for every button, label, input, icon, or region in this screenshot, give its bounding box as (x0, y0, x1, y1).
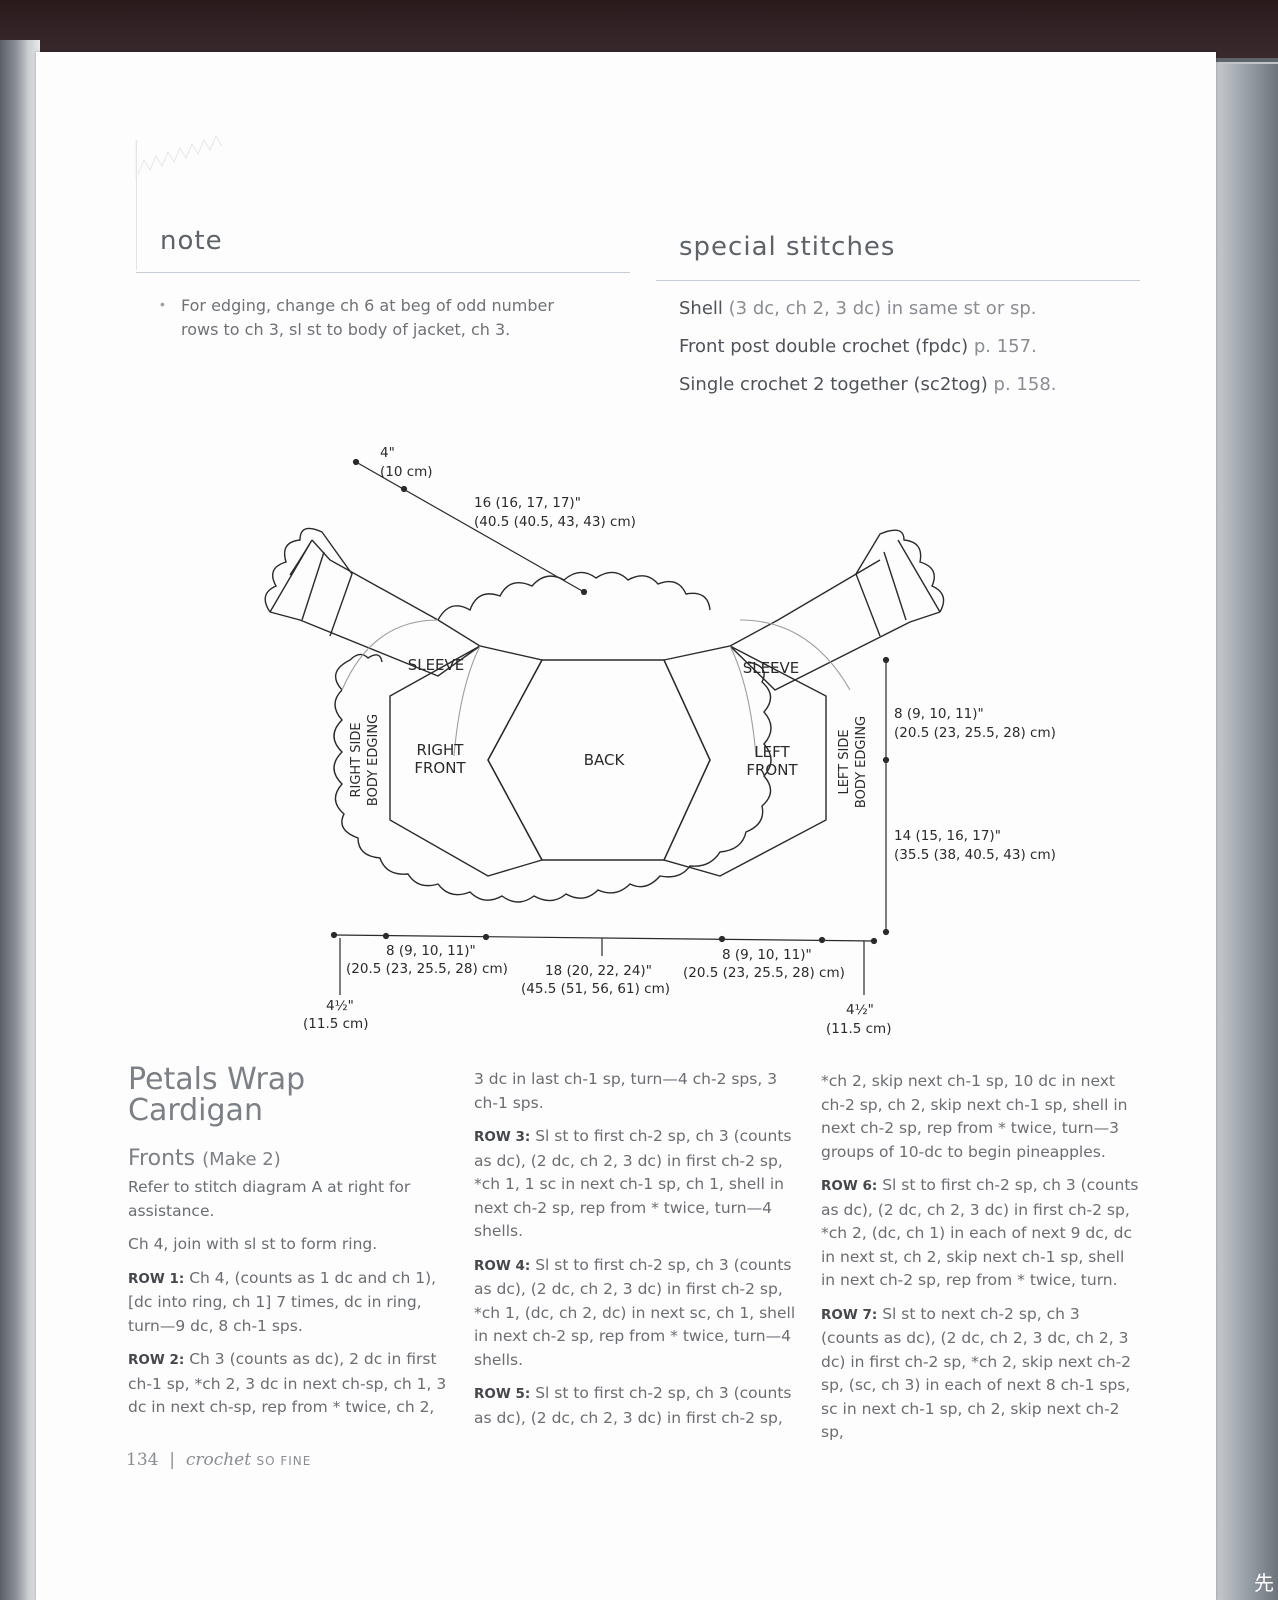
back-label: BACK (584, 751, 626, 769)
bullet-icon: • (160, 296, 165, 312)
sleeve-left-label: SLEEVE (408, 656, 465, 674)
row-4: ROW 4: Sl st to first ch-2 sp, ch 3 (cou… (474, 1255, 796, 1369)
right-front-outline (389, 645, 544, 877)
special-stitches-rule (656, 280, 1140, 281)
instructions-column-3: *ch 2, skip next ch-1 sp, 10 dc in next … (821, 1070, 1141, 1455)
height-top-dim-b: (20.5 (23, 25.5, 28) cm) (894, 725, 1056, 741)
note-heading: note (160, 226, 223, 256)
book-brand: crochet (185, 1450, 252, 1470)
row-2: ROW 2: Ch 3 (counts as dc), 2 dc in firs… (128, 1350, 447, 1416)
special-stitches-heading: special stitches (679, 232, 896, 262)
front-right-dim-a: 8 (9, 10, 11)" (722, 947, 812, 963)
right-sleeve-outline (728, 539, 941, 691)
width-dim-line (333, 934, 875, 942)
pattern-title: Petals Wrap Cardigan (128, 1062, 306, 1128)
book-tagline: SO FINE (256, 1454, 312, 1468)
section-heading: Fronts (Make 2) (128, 1146, 281, 1171)
right-cuff-line (883, 551, 907, 621)
edge-left-dim-b: (11.5 cm) (303, 1016, 368, 1032)
right-edging-label-1: RIGHT SIDE (349, 722, 364, 797)
cuff-dim-a: 4" (380, 445, 395, 461)
armhole-curve-right (729, 645, 757, 757)
note-bullet-text: For edging, change ch 6 at beg of odd nu… (181, 296, 554, 339)
right-front-label-2: FRONT (414, 759, 466, 777)
special-stitch-sc2tog: Single crochet 2 together (sc2tog) p. 15… (679, 374, 1057, 395)
row-2-continued: 3 dc in last ch-1 sp, turn—4 ch-2 sps, 3… (474, 1070, 778, 1112)
front-left-dim-a: 8 (9, 10, 11)" (386, 943, 476, 959)
watermark-logo: 先 (1254, 1571, 1274, 1595)
intro-text: Refer to stitch diagram A at right for a… (128, 1178, 411, 1220)
left-cuff-line (301, 551, 325, 621)
height-bot-dim-b: (35.5 (38, 40.5, 43) cm) (894, 847, 1056, 863)
row-5-continued: *ch 2, skip next ch-1 sp, 10 dc in next … (821, 1072, 1128, 1161)
note-box-left-rule (136, 140, 137, 270)
right-edging-label-2: BODY EDGING (366, 714, 381, 806)
edge-right-dim-b: (11.5 cm) (826, 1021, 891, 1037)
sleeve-right-label: SLEEVE (743, 659, 800, 677)
instructions-column-2: 3 dc in last ch-1 sp, turn—4 ch-2 sps, 3… (474, 1068, 799, 1440)
special-stitch-shell: Shell (3 dc, ch 2, 3 dc) in same st or s… (679, 298, 1037, 319)
book-spine-edge (0, 40, 40, 1600)
row-3: ROW 3: Sl st to first ch-2 sp, ch 3 (cou… (474, 1127, 792, 1240)
note-rule (136, 272, 630, 273)
row-5: ROW 5: Sl st to first ch-2 sp, ch 3 (cou… (474, 1384, 792, 1427)
right-cuff (855, 529, 945, 637)
front-left-dim-b: (20.5 (23, 25.5, 28) cm) (346, 961, 508, 977)
left-front-label-2: FRONT (746, 761, 798, 779)
instructions-column-1: Refer to stitch diagram A at right for a… (128, 1176, 448, 1430)
back-width-dim-a: 18 (20, 22, 24)" (545, 963, 652, 979)
armhole-curve-left (453, 645, 481, 757)
sleeve-dim-a: 16 (16, 17, 17)" (474, 495, 581, 511)
left-cuff (264, 527, 353, 637)
right-front-label-1: RIGHT (417, 741, 465, 759)
edge-right-dim-a: 4½" (846, 1002, 874, 1018)
body-edging-outline (333, 571, 772, 903)
front-right-dim-b: (20.5 (23, 25.5, 28) cm) (683, 965, 845, 981)
shoulder-curve-right (739, 619, 851, 691)
height-bot-dim-a: 14 (15, 16, 17)" (894, 828, 1001, 844)
edge-left-dim-a: 4½" (326, 998, 354, 1014)
row-1: ROW 1: Ch 4, (counts as 1 dc and ch 1), … (128, 1268, 437, 1335)
left-edging-label-1: LEFT SIDE (837, 729, 852, 794)
height-top-dim-a: 8 (9, 10, 11)" (894, 706, 984, 722)
cuff-dim-b: (10 cm) (380, 464, 433, 480)
row-7: ROW 7: Sl st to next ch-2 sp, ch 3 (coun… (821, 1304, 1132, 1442)
back-width-dim-b: (45.5 (51, 56, 61) cm) (521, 981, 670, 997)
left-front-outline (662, 645, 827, 877)
special-stitch-fpdc: Front post double crochet (fpdc) p. 157. (679, 336, 1037, 357)
left-edging-label-2: BODY EDGING (854, 716, 869, 808)
foundation-text: Ch 4, join with sl st to form ring. (128, 1235, 378, 1253)
sleeve-dim-b: (40.5 (40.5, 43, 43) cm) (474, 514, 636, 530)
left-front-label-1: LEFT (754, 743, 790, 761)
scan-background (0, 0, 1278, 58)
page-footer: 134 | crochet SO FINE (126, 1450, 312, 1470)
sleeve-dim-line (355, 461, 585, 593)
row-6: ROW 6: Sl st to first ch-2 sp, ch 3 (cou… (821, 1176, 1139, 1289)
page-number: 134 (126, 1450, 159, 1470)
book-page (36, 52, 1216, 1600)
shoulder-curve-left (341, 619, 439, 691)
